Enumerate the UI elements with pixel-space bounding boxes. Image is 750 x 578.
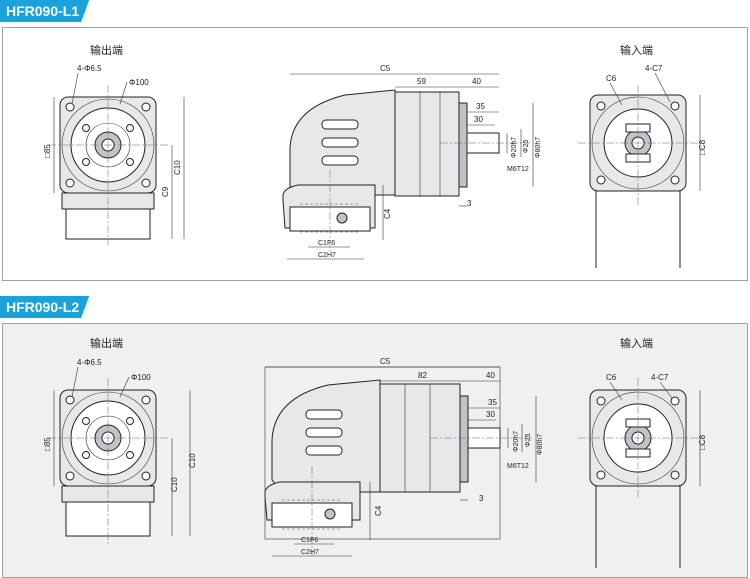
shaft-dimension: Φ20h7 (513, 431, 520, 452)
flange-dimension: Φ80h7 (535, 137, 542, 158)
d3-dimension: 3 (479, 494, 484, 503)
c2-dimension: C2H7 (301, 549, 319, 556)
spigot-dimension: Φ25 (525, 434, 532, 447)
c10-dimension: C10 (188, 453, 197, 468)
mount-hole (141, 102, 151, 112)
d40-dimension: 40 (486, 371, 495, 380)
d59-dimension: 59 (417, 77, 426, 86)
section-2-model-tag: HFR090-L2 (0, 296, 89, 318)
square-dimension: □85 (43, 437, 52, 451)
c4-dimension: C4 (383, 208, 392, 219)
c6-dimension: C6 (606, 373, 617, 382)
pcd-dimension: Φ100 (131, 373, 151, 382)
output-end-label: 输出端 (90, 43, 123, 57)
output-end-view-1: 输出端 4-Φ6.5 Φ100 □85 C10 C9 (43, 43, 185, 245)
spigot-dimension: Φ25 (523, 140, 530, 153)
c5-dimension: C5 (380, 64, 391, 73)
side-view-1: C5 59 40 35 30 3 C4 Φ20h7 Φ25 Φ80h7 M6T1… (282, 64, 542, 260)
mount-hole (65, 102, 75, 112)
d30-dimension: 30 (486, 410, 495, 419)
holes-dimension: 4-Φ6.5 (77, 64, 102, 73)
mount-hole (141, 178, 151, 188)
c7-dimension: 4-C7 (645, 64, 663, 73)
thread-dimension: M6T12 (507, 166, 529, 173)
holes-dimension: 4-Φ6.5 (77, 358, 102, 367)
d40-dimension: 40 (472, 77, 481, 86)
c1-dimension: C1F6 (301, 537, 318, 544)
input-end-label: 输入端 (620, 336, 653, 350)
output-end-label: 输出端 (90, 336, 123, 350)
c1-dimension: C1F6 (318, 240, 335, 247)
c8-dimension: □C8 (698, 434, 707, 450)
mount-hole (65, 178, 75, 188)
c7-dimension: 4-C7 (651, 373, 669, 382)
d35-dimension: 35 (488, 398, 497, 407)
input-end-label: 输入端 (620, 43, 653, 57)
d3-dimension: 3 (467, 199, 472, 208)
d30-dimension: 30 (474, 115, 483, 124)
shaft-dimension: Φ20h7 (511, 137, 518, 158)
c10-lower-dimension: C10 (170, 477, 179, 492)
c10-dimension: C10 (173, 160, 182, 175)
d35-dimension: 35 (476, 102, 485, 111)
input-end-view-2: 输入端 C6 4-C7 □C8 (578, 336, 707, 568)
c5-dimension: C5 (380, 357, 391, 366)
output-end-view-2: 输出端 4-Φ6.5 Φ100 □85 C10 C10 (43, 336, 197, 545)
square-dimension: □85 (43, 144, 52, 158)
c6-dimension: C6 (606, 74, 617, 83)
c8-dimension: □C8 (698, 139, 707, 155)
c9-dimension: C9 (161, 186, 170, 197)
gearbox-body (394, 91, 460, 197)
c4-dimension: C4 (374, 505, 383, 516)
side-view-2: C5 82 40 35 30 3 C4 Φ20h7 Φ25 Φ80h7 M6T1… (264, 357, 544, 557)
flange-dimension: Φ80h7 (537, 434, 544, 455)
pcd-dimension: Φ100 (129, 78, 149, 87)
c2-dimension: C2H7 (318, 252, 336, 259)
thread-dimension: M6T12 (507, 463, 529, 470)
d82-dimension: 82 (418, 371, 427, 380)
input-end-view-1: 输入端 C6 4-C7 □C8 (578, 43, 707, 268)
output-flange (459, 395, 469, 483)
section-1-model-tag: HFR090-L1 (0, 0, 89, 22)
